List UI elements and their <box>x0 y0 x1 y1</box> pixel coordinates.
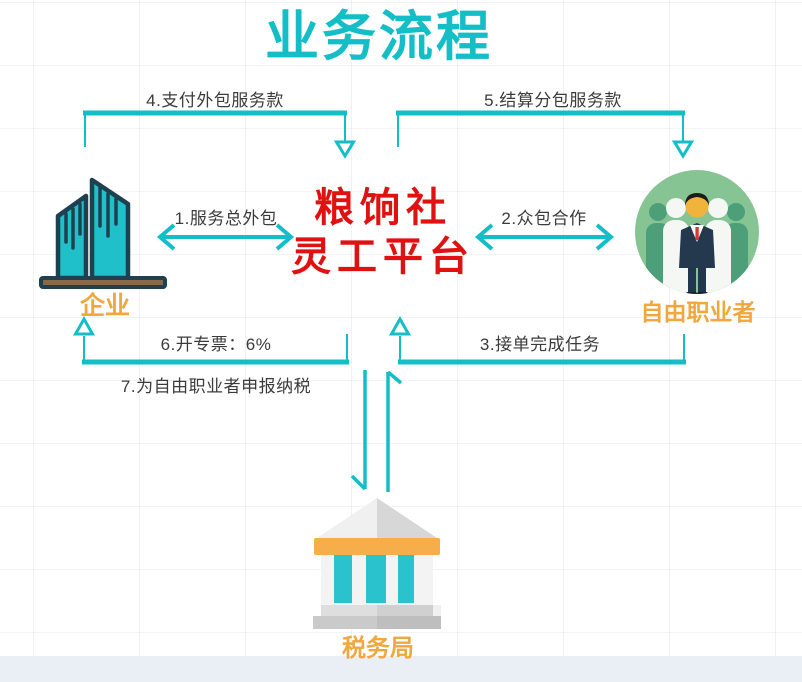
page-title: 业务流程 <box>265 7 493 67</box>
arrow-up-icon <box>72 315 96 336</box>
flow-label-4: 4.支付外包服务款 <box>146 91 284 110</box>
flow-label-5: 5.结算分包服务款 <box>484 91 622 110</box>
office-buildings-icon <box>39 177 167 289</box>
government-building-icon <box>313 498 441 629</box>
flow-label-6: 6.开专票：6% <box>160 335 272 354</box>
tax-bureau-label: 税务局 <box>342 635 414 662</box>
arrow-up-icon <box>388 315 412 336</box>
arrow-down-icon <box>671 140 695 159</box>
platform-name-line2: 灵工平台 <box>291 232 475 280</box>
platform-name: 粮饷社 灵工平台 <box>278 184 488 282</box>
arrow-down-half-icon <box>350 370 367 491</box>
platform-name-line1: 粮饷社 <box>314 184 452 231</box>
arrow-up-half-icon <box>386 370 403 492</box>
freelancer-label: 自由职业者 <box>640 299 756 325</box>
flow-label-1: 1.服务总外包 <box>174 209 278 228</box>
people-group-icon <box>635 170 759 294</box>
flow-label-2: 2.众包合作 <box>501 209 587 228</box>
arrow-down-icon <box>333 140 357 159</box>
enterprise-label: 企业 <box>79 292 130 320</box>
flow-label-7: 7.为自由职业者申报纳税 <box>120 377 312 396</box>
page-bottom-band <box>0 656 802 682</box>
flow-label-3: 3.接单完成任务 <box>479 335 601 354</box>
